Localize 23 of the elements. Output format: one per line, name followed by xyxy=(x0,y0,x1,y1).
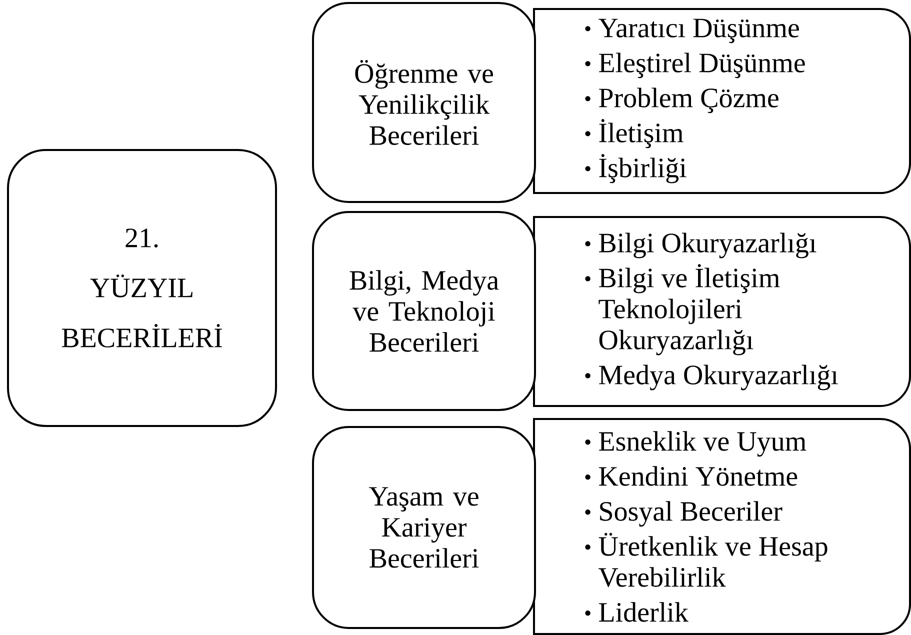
list-item: Medya Okuryazarlığı xyxy=(585,364,838,390)
heading-text: YÜZYIL xyxy=(90,274,192,298)
list-item: Kendini Yönetme xyxy=(585,466,798,486)
list-item: Eleştirel Düşünme xyxy=(585,52,805,78)
list-item: Sosyal Beceriler xyxy=(585,501,782,527)
heading-text: 21. xyxy=(126,228,158,248)
list-item: Yaratıcı Düşünme xyxy=(585,18,799,44)
skill-area-box xyxy=(7,149,277,427)
category-box: Yaşam ve Kariyer Becerileri xyxy=(312,426,536,629)
list-item: İletişim xyxy=(585,119,684,148)
list-box xyxy=(533,8,911,194)
list-item: Liderlik xyxy=(585,602,688,622)
list-item: Problem Çözme xyxy=(585,88,778,114)
list-item: Bilgi ve İletişim Teknolojileri Okuryazarlığı xyxy=(585,264,780,356)
list-item: İşbirliği xyxy=(585,154,686,184)
list-box xyxy=(533,216,911,407)
heading-text: BECERİLERİ xyxy=(62,324,222,348)
list-item: Üretkenlik ve Hesap Verebilirlik xyxy=(585,532,828,587)
category-box: Öğrenme ve Yenilikçilik Becerileri xyxy=(312,2,536,203)
category-box: Bilgi, Medya ve Teknoloji Becerileri xyxy=(312,211,536,411)
list-box xyxy=(533,418,911,635)
list-item: Esneklik ve Uyum xyxy=(585,431,806,457)
list-item: Bilgi Okuryazarlığı xyxy=(585,232,816,258)
